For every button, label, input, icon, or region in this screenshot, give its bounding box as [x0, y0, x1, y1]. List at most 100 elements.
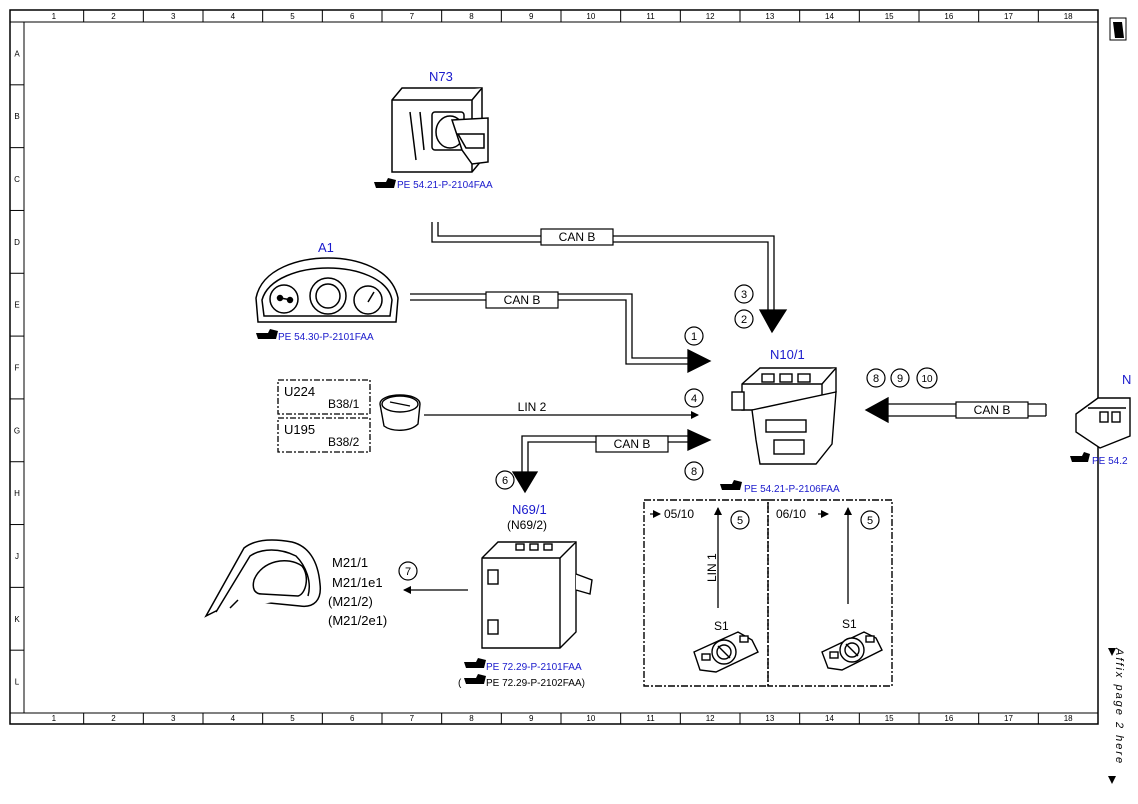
frame [9, 9, 1099, 725]
can-top-label-box: CAN B [540, 228, 614, 246]
grid-column-label: 2 [111, 12, 116, 21]
u195-label: U195 [284, 422, 315, 437]
b38-2-label: B38/2 [328, 435, 360, 449]
grid-column-label: 6 [350, 714, 355, 723]
sensor-box-group: U224 B38/1 U195 B38/2 [277, 379, 371, 453]
grid-row-label: H [14, 489, 20, 498]
svg-text:9: 9 [897, 373, 903, 385]
grid-column-label: 4 [231, 12, 236, 21]
grid-column-label: 10 [586, 12, 595, 21]
arrow-right-icon [687, 348, 712, 374]
affix-note: Affix page 2 here [1113, 647, 1125, 765]
grid-column-label: 18 [1064, 714, 1073, 723]
m21-2e1-label: (M21/2e1) [328, 613, 387, 628]
rotary-switch-icon [821, 631, 883, 671]
grid-column-label: 16 [944, 12, 953, 21]
switch-left-date: 05/10 [664, 507, 694, 521]
grid-column-label: 3 [171, 12, 176, 21]
reference-hand-icon [374, 178, 396, 188]
grid-column-label: 2 [111, 714, 116, 723]
grid-column-label: 10 [586, 714, 595, 723]
affix-arrow-top-icon [1108, 648, 1116, 656]
right-unit-ref-text: PE 54.2 [1092, 456, 1128, 467]
grid-column-label: 8 [469, 12, 474, 21]
grid-column-label: 4 [231, 714, 236, 723]
grid-column-label: 15 [885, 12, 894, 21]
n69-1-ref-text: PE 72.29-P-2101FAA [486, 662, 582, 673]
side-mirror-icon [204, 539, 322, 618]
grid-column-label: 11 [646, 12, 655, 21]
grid-row-label: D [14, 238, 20, 247]
grid-row-label: A [14, 49, 20, 58]
arrow-left-icon [864, 396, 889, 424]
grid-column-label: 12 [706, 714, 715, 723]
svg-text:10: 10 [921, 374, 933, 385]
grid-column-label: 11 [646, 714, 655, 723]
door-control-module-icon [481, 541, 593, 649]
corner-emblem-icon [1109, 17, 1127, 41]
grid-row-label: F [15, 364, 20, 373]
svg-text:7: 7 [405, 566, 411, 578]
m21-1e1-label: M21/1e1 [332, 575, 383, 590]
grid-row-label: G [14, 426, 20, 435]
callouts: 1 2 3 4 5 5 6 7 8 8 9 10 [398, 284, 938, 581]
lin1-label: LIN 1 [705, 553, 719, 582]
n69-2-ref-text: PE 72.29-P-2102FAA) [486, 678, 585, 689]
callout-9: 9 [890, 368, 910, 388]
grid-row-label: B [14, 112, 19, 121]
reference-hand-icon [256, 329, 278, 339]
grid-column-label: 12 [706, 12, 715, 21]
grid-column-label: 14 [825, 714, 834, 723]
affix-arrow-bottom-icon [1108, 776, 1116, 784]
bus-can-a1 [410, 293, 712, 374]
svg-text:6: 6 [502, 475, 508, 487]
grid-row-label: L [15, 678, 20, 687]
a1-label: A1 [318, 240, 334, 255]
callout-8-left: 8 [684, 461, 704, 481]
can-n69-label: CAN B [614, 437, 651, 451]
grid-column-label: 8 [469, 714, 474, 723]
can-a1-label: CAN B [504, 293, 541, 307]
u224-label: U224 [284, 384, 315, 399]
grid-column-label: 15 [885, 714, 894, 723]
callout-8-right: 8 [866, 368, 886, 388]
callout-6: 6 [495, 470, 515, 490]
svg-text:2: 2 [741, 314, 747, 326]
svg-text:5: 5 [867, 515, 873, 527]
m21-1-label: M21/1 [332, 555, 368, 570]
grid-row-label: E [14, 301, 19, 310]
svg-text:4: 4 [691, 393, 697, 405]
grid-column-label: 14 [825, 12, 834, 21]
grid-column-label: 13 [765, 714, 774, 723]
n73-ignition-switch: N73 PE 54.21-P-2104FAA [374, 69, 493, 191]
grid-column-label: 5 [290, 12, 295, 21]
switch-box-left: 05/10 LIN 1 S1 [643, 499, 769, 687]
instrument-cluster-icon [255, 257, 399, 323]
n69-1-module: N69/1 (N69/2) PE 72.29-P-2101FAA ( PE 72… [458, 502, 593, 689]
svg-text:3: 3 [741, 289, 747, 301]
grid-column-label: 1 [52, 714, 57, 723]
sam-module-icon [731, 367, 837, 465]
n69-2-label: (N69/2) [507, 518, 547, 532]
arrow-down-icon [758, 309, 788, 334]
reference-hand-icon [1070, 452, 1090, 462]
grid-column-label: 1 [52, 12, 57, 21]
grid-column-label: 16 [944, 714, 953, 723]
a1-ref: PE 54.30-P-2101FAA [256, 329, 374, 343]
right-unit: N PE 54.2 [1070, 372, 1131, 467]
n69-1-ref: PE 72.29-P-2101FAA ( PE 72.29-P-2102FAA) [458, 658, 585, 689]
grid-row-label: K [14, 615, 20, 624]
switch-box-right: 06/10 S1 [767, 499, 893, 687]
reference-hand-icon [464, 658, 486, 668]
grid-column-label: 9 [529, 12, 534, 21]
can-a1-label-box: CAN B [485, 291, 559, 309]
grid-column-label: 18 [1064, 12, 1073, 21]
n73-ref: PE 54.21-P-2104FAA [374, 178, 493, 191]
rotary-switch-icon [693, 631, 759, 673]
ignition-lock-icon [391, 87, 489, 173]
n10-1-ref: PE 54.21-P-2106FAA [720, 480, 840, 495]
